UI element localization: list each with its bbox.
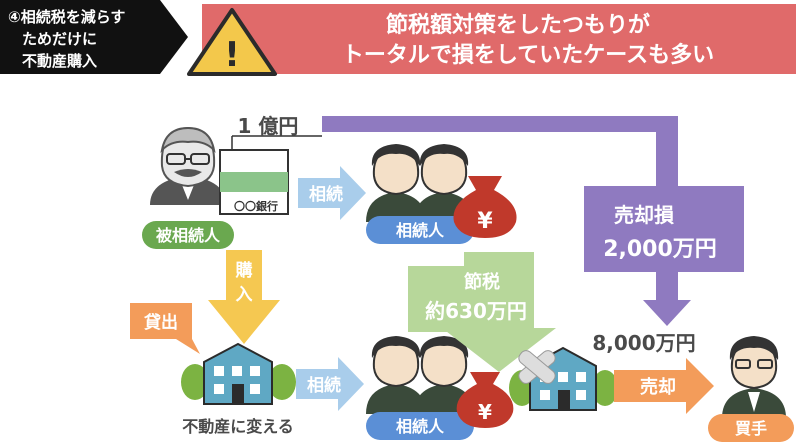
header-tag: ④相続税を減らす ためだけに 不動産購入 — [0, 0, 188, 74]
purple-arrow-head-icon — [643, 300, 691, 326]
buyer-badge — [708, 414, 794, 442]
sale-loss-label: 売却損 — [614, 203, 675, 227]
tax-saving-box — [408, 266, 532, 332]
sale-price: 8,000万円 — [592, 331, 695, 355]
warning-banner: ! 節税額対策をしたつもりが トータルで損をしていたケースも多い — [187, 4, 796, 76]
sold-building-icon — [509, 346, 618, 411]
buyer-label: 買手 — [735, 419, 767, 438]
money-bag-icon: ¥ — [453, 176, 517, 238]
building-icon — [181, 342, 296, 405]
tax-saving-amount: 約630万円 — [425, 299, 527, 323]
property-caption: 不動産に変える — [182, 417, 294, 436]
inherit-arrow-top: 相続 — [298, 166, 366, 220]
amount-top: 1 億円 — [238, 114, 299, 138]
decedent-figure — [150, 126, 226, 205]
tax-saving-arrow: 節税 約630万円 — [408, 252, 556, 372]
bandage-icon — [518, 350, 556, 384]
sale-loss-box — [584, 186, 744, 272]
warning-line2: トータルで損をしていたケースも多い — [342, 42, 714, 68]
heirs-top-figure — [366, 144, 474, 222]
yen-symbol-bottom: ¥ — [478, 400, 492, 424]
heirs-bottom-label: 相続人 — [396, 417, 445, 436]
purchase-label-1: 購 — [236, 260, 253, 281]
bank-book-icon: 〇〇銀行 — [219, 149, 289, 215]
loan-label: 貸出 — [143, 312, 178, 333]
sell-label: 売却 — [640, 376, 676, 398]
bank-book-text: 〇〇銀行 — [234, 199, 278, 213]
warning-exclamation-icon: ! — [224, 35, 240, 75]
warning-line1: 節税額対策をしたつもりが — [386, 12, 650, 38]
decedent-label: 被相続人 — [156, 226, 221, 245]
purchase-arrow: 購 入 — [208, 250, 280, 344]
header-tag-line1: ④相続税を減らす — [8, 8, 125, 26]
decedent-badge — [142, 221, 234, 249]
inherit-label-top: 相続 — [309, 184, 343, 205]
sale-loss-amount: 2,000万円 — [603, 237, 717, 262]
warning-triangle-icon — [187, 8, 277, 76]
heirs-bottom-badge — [366, 412, 474, 440]
sell-arrow: 売却 — [614, 358, 714, 414]
purple-flow: 売却損 2,000万円 — [322, 116, 744, 326]
inherit-label-bottom: 相続 — [307, 375, 341, 396]
purchase-label-2: 入 — [236, 285, 253, 305]
buyer-figure — [722, 336, 786, 418]
inherit-arrow-bottom: 相続 — [296, 357, 364, 411]
header-tag-line3: 不動産購入 — [22, 52, 97, 70]
tax-saving-label: 節税 — [464, 271, 500, 293]
yen-symbol-top: ¥ — [477, 209, 493, 234]
money-bag-icon: ¥ — [456, 372, 514, 428]
loan-callout: 貸出 — [130, 303, 200, 354]
heirs-top-label: 相続人 — [396, 221, 445, 240]
header-tag-line2: ためだけに — [22, 30, 97, 48]
heirs-top-badge — [366, 216, 474, 244]
